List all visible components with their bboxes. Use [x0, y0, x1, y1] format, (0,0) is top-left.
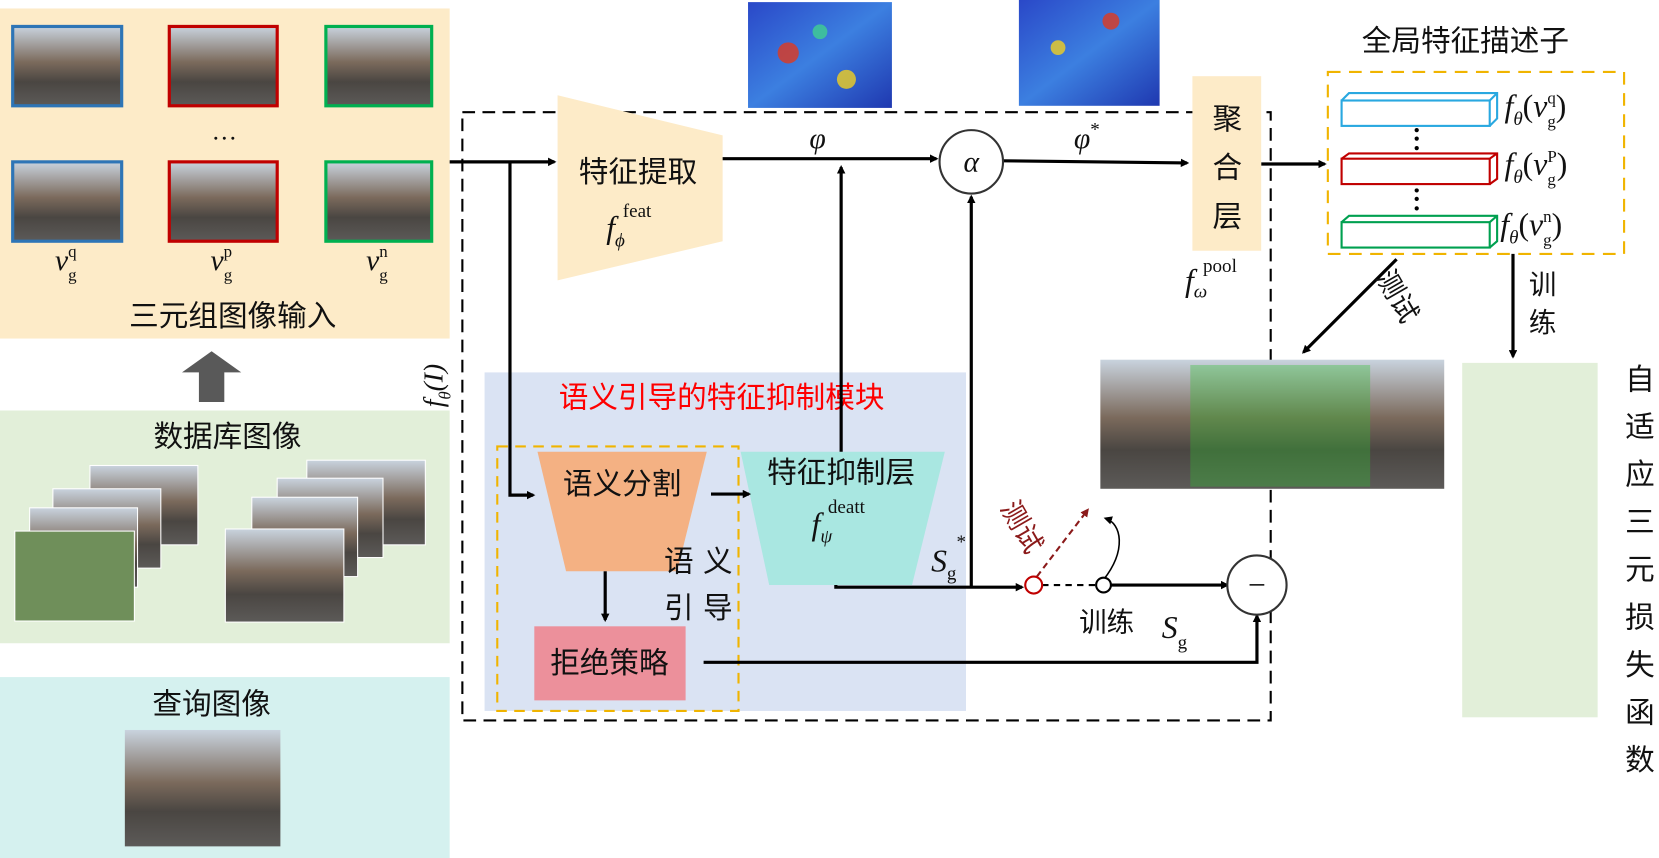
label-negative: vgn [366, 242, 388, 284]
loss-char: 三 [1625, 505, 1655, 539]
loss-char: 函 [1625, 696, 1655, 730]
feature-extraction-block [557, 95, 723, 281]
alpha-label: α [964, 146, 981, 178]
reject-label: 拒绝策略 [550, 646, 669, 680]
positive-image [167, 160, 279, 243]
loss-block [1462, 362, 1598, 718]
reject-block [534, 626, 686, 701]
ellipsis: … [212, 118, 237, 146]
pool-char: 合 [1213, 151, 1243, 185]
minus-operator [1226, 554, 1288, 616]
sg-star-label: Sg* [931, 532, 966, 585]
query-photo [124, 729, 281, 847]
train-right-1: 训 [1529, 269, 1557, 301]
semantic-guide-1: 语 义 [664, 544, 733, 578]
up-arrow-icon [181, 351, 242, 403]
database-title: 数据库图像 [153, 419, 301, 453]
loss-char: 数 [1625, 743, 1655, 777]
connections [449, 154, 1518, 664]
loss-char: 失 [1625, 648, 1655, 682]
descriptor-positive: fθ(vgP) [1505, 147, 1568, 190]
deatt-label: 特征抑制层 [767, 455, 915, 489]
pool-char: 聚 [1213, 102, 1243, 136]
train-right-2: 练 [1529, 307, 1557, 339]
global-descriptor-panel: 全局特征描述子 fθ(vgq) fθ(vgP) fθ(vgn) [1326, 24, 1626, 255]
query-panel: 查询图像 [0, 677, 450, 858]
segmentation-label: 语义分割 [563, 467, 681, 501]
pooling-layer: 聚 合 层 [1192, 76, 1262, 251]
loss-char: 元 [1625, 553, 1655, 587]
switch-curve-arrow [1102, 516, 1121, 581]
descriptor-title: 全局特征描述子 [1362, 24, 1569, 58]
loss-char: 适 [1625, 410, 1655, 444]
segmentation-block [537, 451, 707, 572]
triplet-title: 三元组图像输入 [129, 299, 336, 333]
phi-label: φ [809, 123, 825, 155]
suppressed-heatmap [1018, 0, 1160, 106]
matching-result-image [1100, 359, 1445, 489]
network-label: fθ(I) [417, 364, 454, 407]
triplet-images [11, 24, 434, 243]
test-switch-node [1024, 575, 1044, 595]
pool-char: 层 [1213, 199, 1243, 233]
query-title: 查询图像 [152, 687, 270, 721]
positive-descriptor-bar [1340, 152, 1499, 186]
loss-label: 自 适 应 三 元 损 失 函 数 [1625, 362, 1655, 777]
train-label: 训练 [1079, 607, 1134, 639]
loss-char: 应 [1625, 458, 1655, 492]
query-image [11, 160, 124, 243]
descriptor-negative: fθ(vgn) [1500, 207, 1562, 250]
triplet-input-panel: … vgq vgp vgn 三元组图像输入 [0, 8, 450, 339]
negative-image [324, 160, 434, 243]
module-title: 语义引导的特征抑制模块 [559, 380, 885, 414]
feature-extraction-label: 特征提取 [579, 155, 697, 189]
query-descriptor-bar [1340, 92, 1499, 127]
semantic-suppression-module: 语义引导的特征抑制模块 语义分割 特征抑制层 fψdeatt 语 义 引 导 拒… [484, 372, 966, 713]
sg-label: Sg [1162, 610, 1188, 654]
test-right-label: 测试 [1369, 265, 1424, 329]
label-positive: vgp [211, 242, 233, 284]
deatt-block [740, 451, 945, 586]
train-switch-node [1095, 576, 1112, 594]
phi-star-label: φ* [1074, 119, 1100, 155]
label-query: vgq [55, 242, 77, 284]
positive-image [167, 24, 279, 108]
query-image [11, 24, 124, 108]
database-image-stack [14, 459, 426, 623]
alpha-operator [938, 129, 1005, 195]
test-label: 测试 [994, 495, 1049, 559]
test-switch-arrow [1036, 508, 1089, 578]
negative-image [324, 24, 434, 108]
pool-formula: fωpool [1185, 256, 1237, 302]
negative-descriptor-bar [1340, 214, 1499, 249]
semantic-guide-2: 引 导 [664, 591, 733, 625]
minus-label: − [1248, 568, 1266, 603]
loss-char: 损 [1625, 600, 1655, 634]
descriptor-query: fθ(vgq) [1505, 88, 1567, 131]
attention-heatmap [748, 2, 892, 108]
loss-char: 自 [1625, 362, 1655, 396]
database-panel: 数据库图像 [0, 410, 450, 644]
